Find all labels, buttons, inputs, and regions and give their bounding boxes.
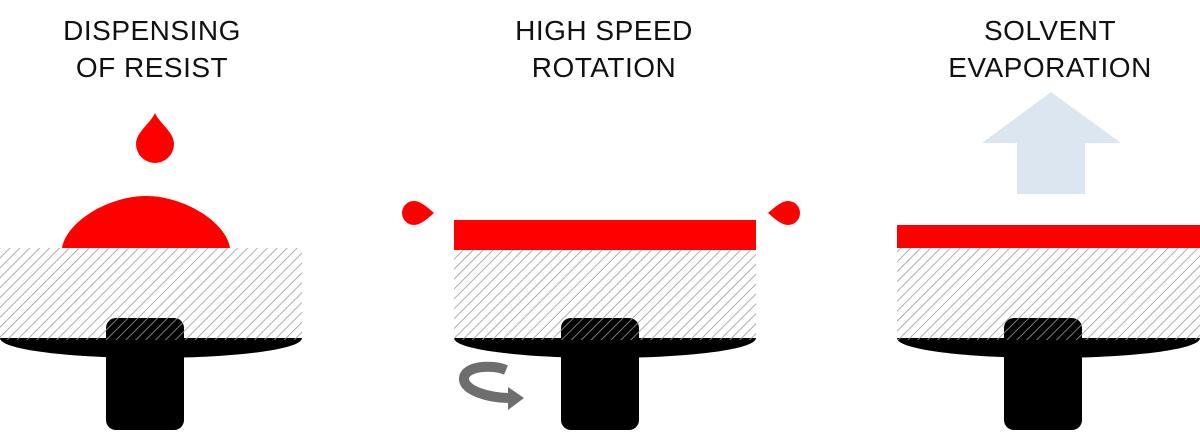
chuck-flange xyxy=(897,338,1200,358)
evaporation-arrow-icon xyxy=(982,92,1121,194)
resist-layer-thin xyxy=(897,225,1200,248)
chuck-flange xyxy=(454,338,756,358)
resist-layer xyxy=(454,220,756,250)
stage-3-title-line2: EVAPORATION xyxy=(948,52,1152,83)
chuck-flange xyxy=(0,338,302,358)
resist-droplet xyxy=(136,113,174,163)
stage-2-title-line1: HIGH SPEED xyxy=(515,15,693,46)
stage-1-dispensing xyxy=(0,113,302,430)
rotation-arrow-icon xyxy=(459,361,524,410)
substrate xyxy=(897,248,1200,340)
stage-3-title-line1: SOLVENT xyxy=(983,15,1117,46)
substrate xyxy=(454,250,756,340)
flung-droplet-right xyxy=(768,201,800,225)
substrate xyxy=(0,248,302,340)
stage-1-title-line1: DISPENSING xyxy=(63,15,241,46)
stage-1-title-line2: OF RESIST xyxy=(75,52,229,83)
flung-droplet-left xyxy=(402,201,434,225)
stage-2-title: HIGH SPEED ROTATION xyxy=(454,12,754,86)
stage-1-title: DISPENSING OF RESIST xyxy=(2,12,302,86)
stage-2-title-line2: ROTATION xyxy=(531,52,677,83)
stage-3-evaporation xyxy=(897,92,1200,430)
stage-2-rotation xyxy=(402,201,800,430)
resist-puddle xyxy=(62,196,230,248)
stage-3-title: SOLVENT EVAPORATION xyxy=(900,12,1200,86)
